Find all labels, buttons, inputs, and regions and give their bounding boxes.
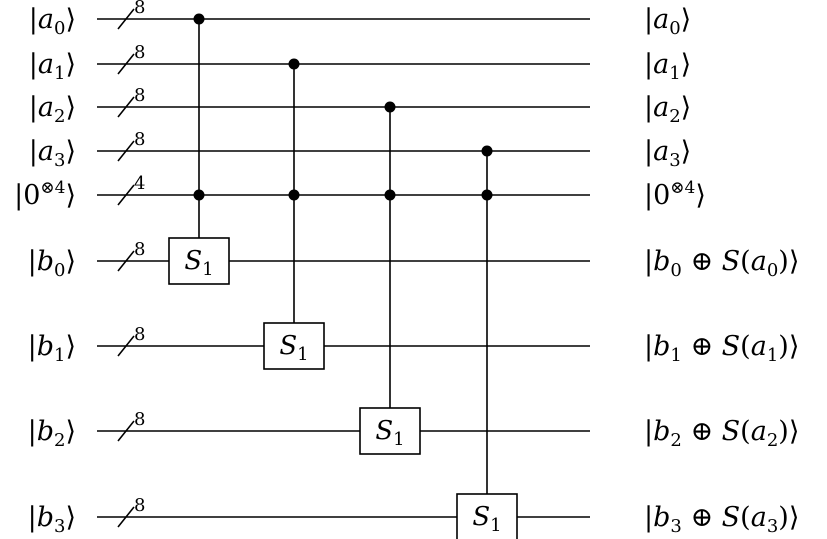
output-ket: |b0 ⊕ S(a0)⟩: [644, 246, 799, 281]
control-dot: [481, 145, 493, 157]
register-slash: [117, 96, 135, 118]
register-slash: [117, 250, 135, 272]
control-dot: [384, 189, 396, 201]
control-dot: [193, 189, 205, 201]
input-ket: |b3⟩: [28, 502, 76, 537]
control-dot: [384, 101, 396, 113]
gate-label: S1: [279, 331, 308, 365]
input-ket: |0⊗4⟩: [14, 178, 76, 211]
control-dot: [288, 189, 300, 201]
register-slash: [117, 506, 135, 528]
gate-label: S1: [472, 502, 501, 536]
input-ket: |a0⟩: [29, 4, 76, 39]
output-labels: |a0⟩ |a1⟩ |a2⟩ |a3⟩ |0⊗4⟩ |b0 ⊕ S(a0)⟩ |b1 ⊕ S…: [644, 4, 799, 537]
sbox-gate: [263, 322, 325, 370]
control-lines-layer: [193, 13, 493, 494]
register-width: 8: [134, 42, 145, 63]
control-dot: [193, 13, 205, 25]
register-width: 8: [134, 129, 145, 150]
sbox-gate: [359, 407, 421, 455]
input-ket: |a3⟩: [29, 136, 76, 171]
input-ket: |b1⟩: [28, 331, 76, 366]
output-ket: |b3 ⊕ S(a3)⟩: [644, 502, 799, 537]
register-width: 8: [134, 409, 145, 430]
input-ket: |b2⟩: [28, 416, 76, 451]
register-slash: [117, 184, 135, 206]
control-dot: [288, 58, 300, 70]
output-ket: |a1⟩: [644, 49, 691, 84]
gate-label: S1: [184, 246, 213, 280]
register-width: 8: [134, 239, 145, 260]
input-labels: |a0⟩ |a1⟩ |a2⟩ |a3⟩ |0⊗4⟩ |b0⟩ |b1⟩ |b2⟩ |b3⟩: [14, 4, 76, 537]
output-ket: |b1 ⊕ S(a1)⟩: [644, 331, 799, 366]
register-width: 8: [134, 85, 145, 106]
register-slash: [117, 140, 135, 162]
output-ket: |0⊗4⟩: [644, 178, 706, 211]
input-ket: |b0⟩: [28, 246, 76, 281]
output-ket: |a0⟩: [644, 4, 691, 39]
register-width: 8: [134, 324, 145, 345]
register-slash: [117, 335, 135, 357]
register-slash: [117, 53, 135, 75]
register-width: 8: [134, 495, 145, 516]
register-width: 4: [134, 173, 145, 194]
wires-layer: 8 8 8 8 4 8 8 8 8: [97, 0, 590, 528]
sbox-gate: [456, 493, 518, 539]
sbox-gate: [168, 237, 230, 285]
register-slash: [117, 8, 135, 30]
output-ket: |a2⟩: [644, 92, 691, 127]
gate-label: S1: [375, 416, 404, 450]
output-ket: |a3⟩: [644, 136, 691, 171]
control-dot: [481, 189, 493, 201]
register-slash: [117, 420, 135, 442]
output-ket: |b2 ⊕ S(a2)⟩: [644, 416, 799, 451]
input-ket: |a2⟩: [29, 92, 76, 127]
register-width: 8: [134, 0, 145, 18]
input-ket: |a1⟩: [29, 49, 76, 84]
